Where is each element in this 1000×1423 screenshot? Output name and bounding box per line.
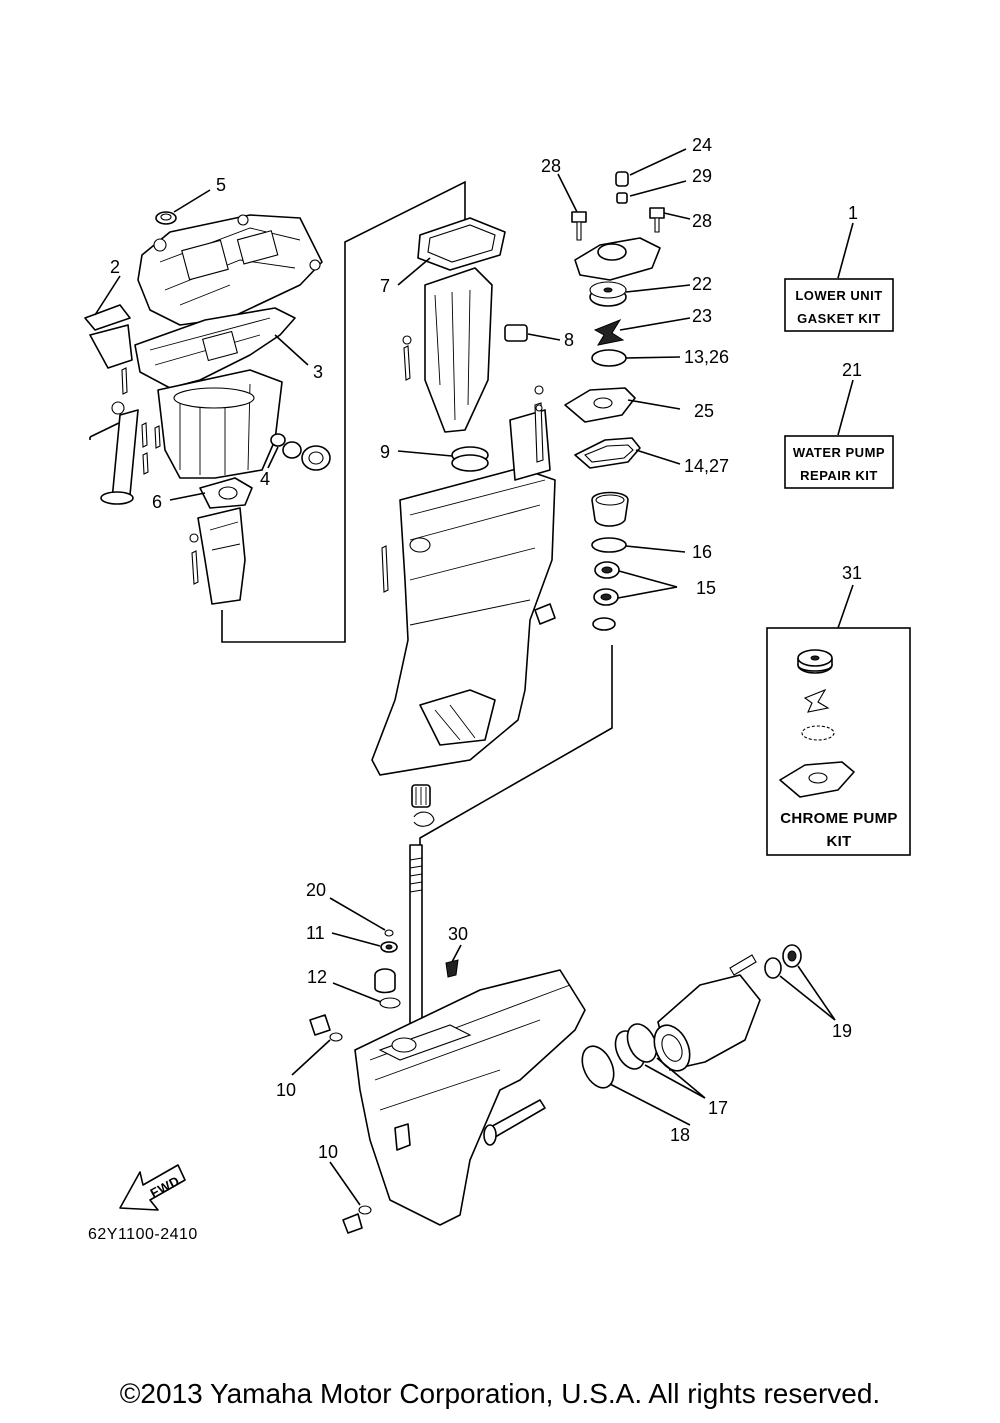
lower-unit-kit-line2: GASKET KIT	[797, 311, 881, 326]
callout-15: 15	[696, 578, 716, 598]
callout-23: 23	[692, 306, 712, 326]
chrome-pump-kit-line1: CHROME PUMP	[780, 810, 897, 827]
callout-25: 25	[694, 401, 714, 421]
callout-17: 17	[708, 1098, 728, 1118]
callout-3: 3	[313, 362, 323, 382]
callout-10-lower: 10	[318, 1142, 338, 1162]
lower-unit-kit-line1: LOWER UNIT	[795, 288, 882, 303]
callout-30: 30	[448, 924, 468, 944]
callout-14-27: 14,27	[684, 456, 729, 476]
callout-22: 22	[692, 274, 712, 294]
callout-28-right: 28	[692, 211, 712, 231]
callout-10-upper: 10	[276, 1080, 296, 1100]
water-pump-kit-line2: REPAIR KIT	[800, 468, 878, 483]
callout-19: 19	[832, 1021, 852, 1041]
lower-unit-group	[309, 844, 802, 1234]
callout-5: 5	[216, 175, 226, 195]
callout-16: 16	[692, 542, 712, 562]
callout-1: 1	[848, 203, 858, 223]
callout-9: 9	[380, 442, 390, 462]
callout-28-left: 28	[541, 156, 561, 176]
water-pump-stack	[564, 171, 665, 631]
upper-casing-center	[371, 217, 556, 827]
callout-20: 20	[306, 880, 326, 900]
callout-7: 7	[380, 276, 390, 296]
callout-11: 11	[306, 923, 325, 943]
fwd-arrow-icon: FWD	[119, 1164, 186, 1211]
upper-casing-group	[84, 211, 331, 605]
copyright-notice: ©2013 Yamaha Motor Corporation, U.S.A. A…	[119, 1378, 881, 1409]
water-pump-kit-line1: WATER PUMP	[793, 445, 885, 460]
callout-12: 12	[307, 967, 327, 987]
water-pump-repair-kit-box: WATER PUMP REPAIR KIT	[784, 435, 894, 489]
callout-4: 4	[260, 469, 270, 489]
chrome-pump-kit-box: CHROME PUMP KIT	[766, 627, 911, 856]
lower-unit-gasket-kit-box: LOWER UNIT GASKET KIT	[784, 278, 894, 332]
chrome-pump-kit-line2: KIT	[826, 833, 851, 850]
callout-8: 8	[564, 330, 574, 350]
callout-18: 18	[670, 1125, 690, 1145]
callout-21: 21	[842, 360, 862, 380]
diagram-code: 62Y1100-2410	[88, 1226, 198, 1243]
callout-31: 31	[842, 563, 862, 583]
callout-24: 24	[692, 135, 712, 155]
callout-29: 29	[692, 166, 712, 186]
callout-13-26: 13,26	[684, 347, 729, 367]
callout-2: 2	[110, 257, 120, 277]
callout-6: 6	[152, 492, 162, 512]
